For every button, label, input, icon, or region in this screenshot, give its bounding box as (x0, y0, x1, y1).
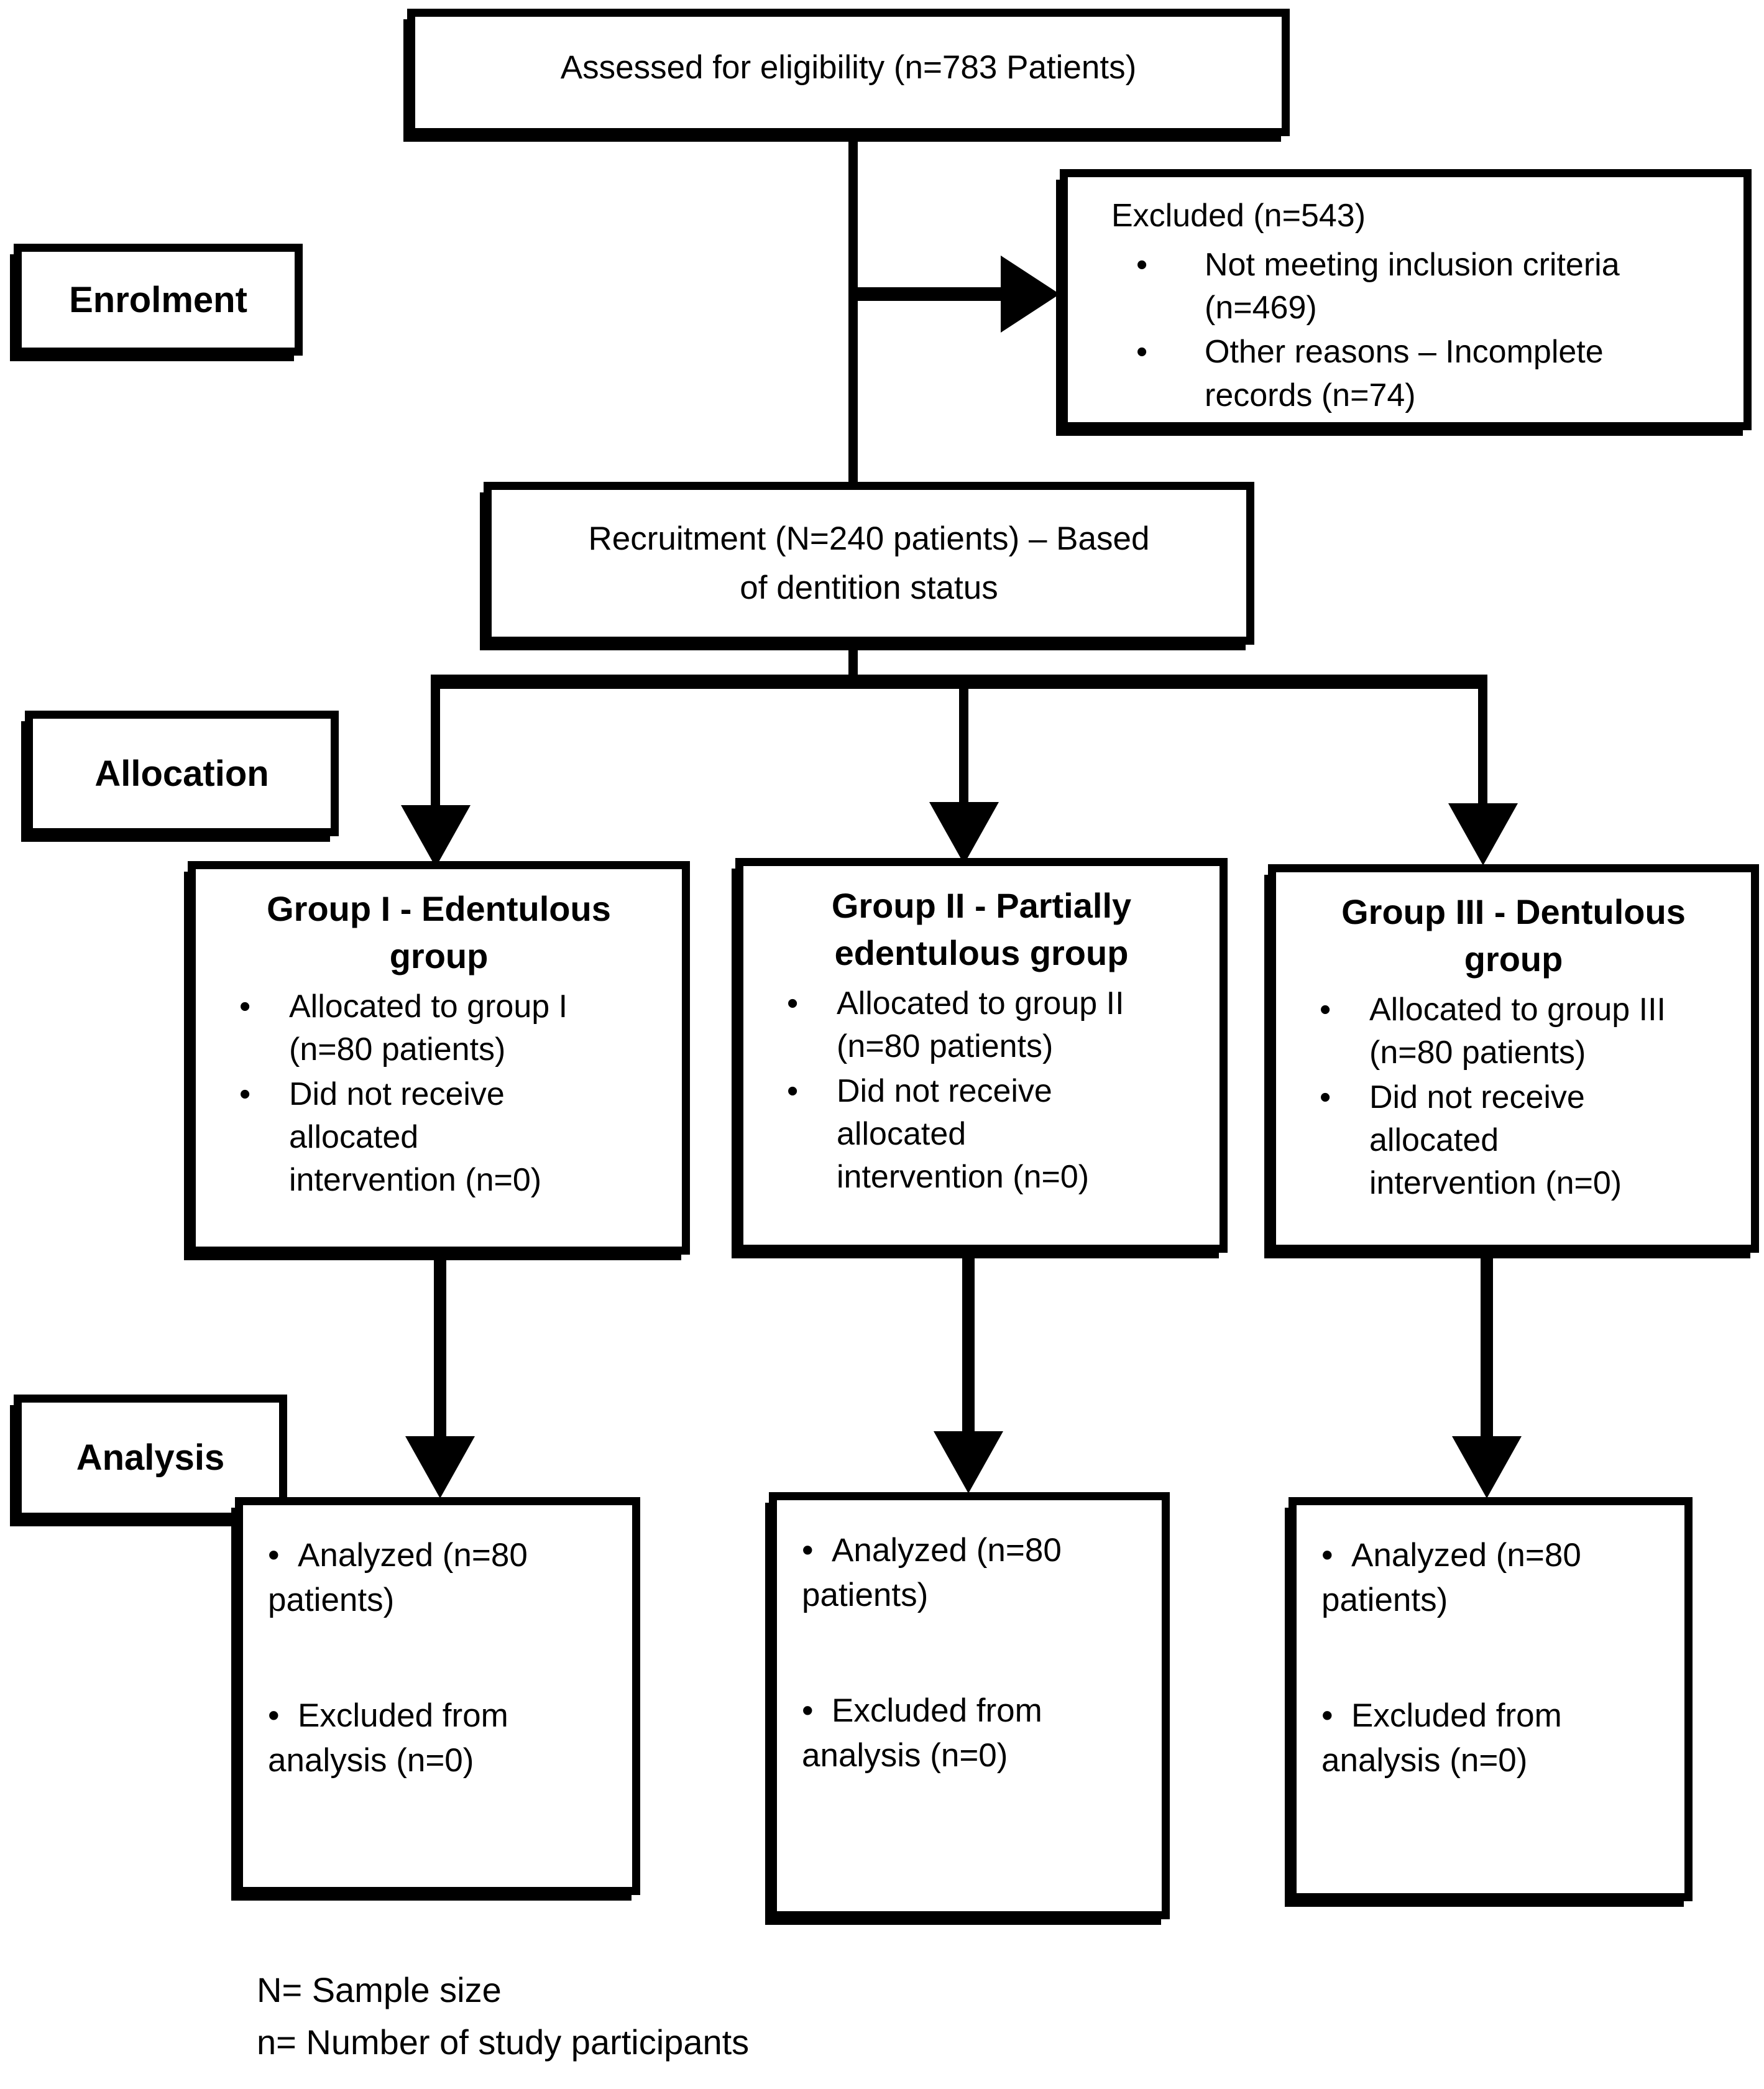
group1-box: Group I - Edentulous group Allocated to … (188, 861, 690, 1255)
arrowhead-down-group2-icon (929, 802, 999, 864)
connector-assessed-to-recruitment (848, 135, 858, 484)
recruitment-text-line1: Recruitment (N=240 patients) – Based (588, 520, 1150, 557)
analysis3-box: Analyzed (n=80 patients) Excluded from a… (1289, 1497, 1693, 1901)
group2-bullet-list: Allocated to group II (n=80 patients) Di… (743, 982, 1220, 1199)
group1-title: Group I - Edentulous group (267, 889, 611, 975)
group1-bullet-item: Allocated to group I (n=80 patients) (196, 985, 587, 1071)
group3-bullet-item: Did not receive allocated intervention (… (1276, 1076, 1668, 1205)
group3-bullet-item: Allocated to group III (n=80 patients) (1276, 989, 1668, 1074)
connector-drop-group3 (1478, 675, 1487, 805)
group2-bullet-item: Did not receive allocated intervention (… (743, 1070, 1135, 1199)
analysis1-bullet-item: Excluded from analysis (n=0) (268, 1694, 601, 1782)
recruitment-box: Recruitment (N=240 patients) – Based of … (484, 482, 1254, 645)
arrowhead-down-group3-icon (1448, 803, 1518, 865)
assessed-eligibility-text: Assessed for eligibility (n=783 Patients… (560, 49, 1137, 86)
group3-title: Group III - Dentulous group (1341, 892, 1686, 979)
group1-bullet-list: Allocated to group I (n=80 patients) Did… (196, 985, 682, 1202)
group1-bullet-item: Did not receive allocated intervention (… (196, 1073, 587, 1202)
recruitment-text-line2: of dentition status (740, 570, 998, 606)
arrowhead-down-analysis1-icon (405, 1436, 475, 1498)
excluded-bullet-item: Not meeting inclusion criteria (n=469) (1086, 244, 1669, 330)
stage-label-allocation: Allocation (25, 711, 339, 836)
connector-drop-group2 (959, 675, 968, 803)
analysis2-bullet-item: Analyzed (n=80 patients) (802, 1528, 1131, 1617)
arrowhead-down-analysis2-icon (934, 1431, 1003, 1493)
analysis3-bullet-item: Analyzed (n=80 patients) (1321, 1533, 1653, 1622)
analysis1-bullet-item: Analyzed (n=80 patients) (268, 1533, 601, 1622)
connector-group2-to-analysis2 (962, 1252, 975, 1432)
analysis3-bullet-item: Excluded from analysis (n=0) (1321, 1694, 1653, 1782)
stage-label-enrolment-text: Enrolment (69, 279, 247, 320)
group3-box: Group III - Dentulous group Allocated to… (1268, 864, 1759, 1253)
arrowhead-down-group1-icon (401, 805, 471, 867)
analysis2-bullet-item: Excluded from analysis (n=0) (802, 1689, 1131, 1778)
connector-to-excluded (853, 287, 1002, 301)
group3-bullet-list: Allocated to group III (n=80 patients) D… (1276, 989, 1751, 1205)
excluded-heading: Excluded (n=543) (1111, 198, 1366, 234)
excluded-bullet-list: Not meeting inclusion criteria (n=469) O… (1086, 244, 1725, 417)
excluded-bullet-item: Other reasons – Incomplete records (n=74… (1086, 331, 1669, 417)
legend-sample-size: N= Sample size (257, 1970, 502, 2009)
connector-drop-group1 (431, 675, 440, 806)
arrowhead-down-analysis3-icon (1452, 1436, 1522, 1498)
stage-label-analysis-text: Analysis (76, 1437, 225, 1478)
excluded-box: Excluded (n=543) Not meeting inclusion c… (1060, 169, 1752, 430)
stage-label-allocation-text: Allocation (94, 753, 269, 794)
group2-bullet-item: Allocated to group II (n=80 patients) (743, 982, 1135, 1068)
arrowhead-right-excluded-icon (1001, 256, 1060, 333)
analysis2-box: Analyzed (n=80 patients) Excluded from a… (769, 1492, 1170, 1919)
connector-group1-to-analysis1 (434, 1253, 446, 1437)
stage-label-enrolment: Enrolment (14, 244, 303, 356)
group2-box: Group II - Partially edentulous group Al… (735, 858, 1228, 1253)
stage-label-analysis: Analysis (14, 1395, 287, 1521)
assessed-eligibility-box: Assessed for eligibility (n=783 Patients… (407, 9, 1290, 136)
connector-group3-to-analysis3 (1481, 1250, 1493, 1437)
group2-title: Group II - Partially edentulous group (831, 886, 1132, 972)
legend-participants: n= Number of study participants (257, 2022, 750, 2062)
analysis1-box: Analyzed (n=80 patients) Excluded from a… (235, 1497, 640, 1895)
